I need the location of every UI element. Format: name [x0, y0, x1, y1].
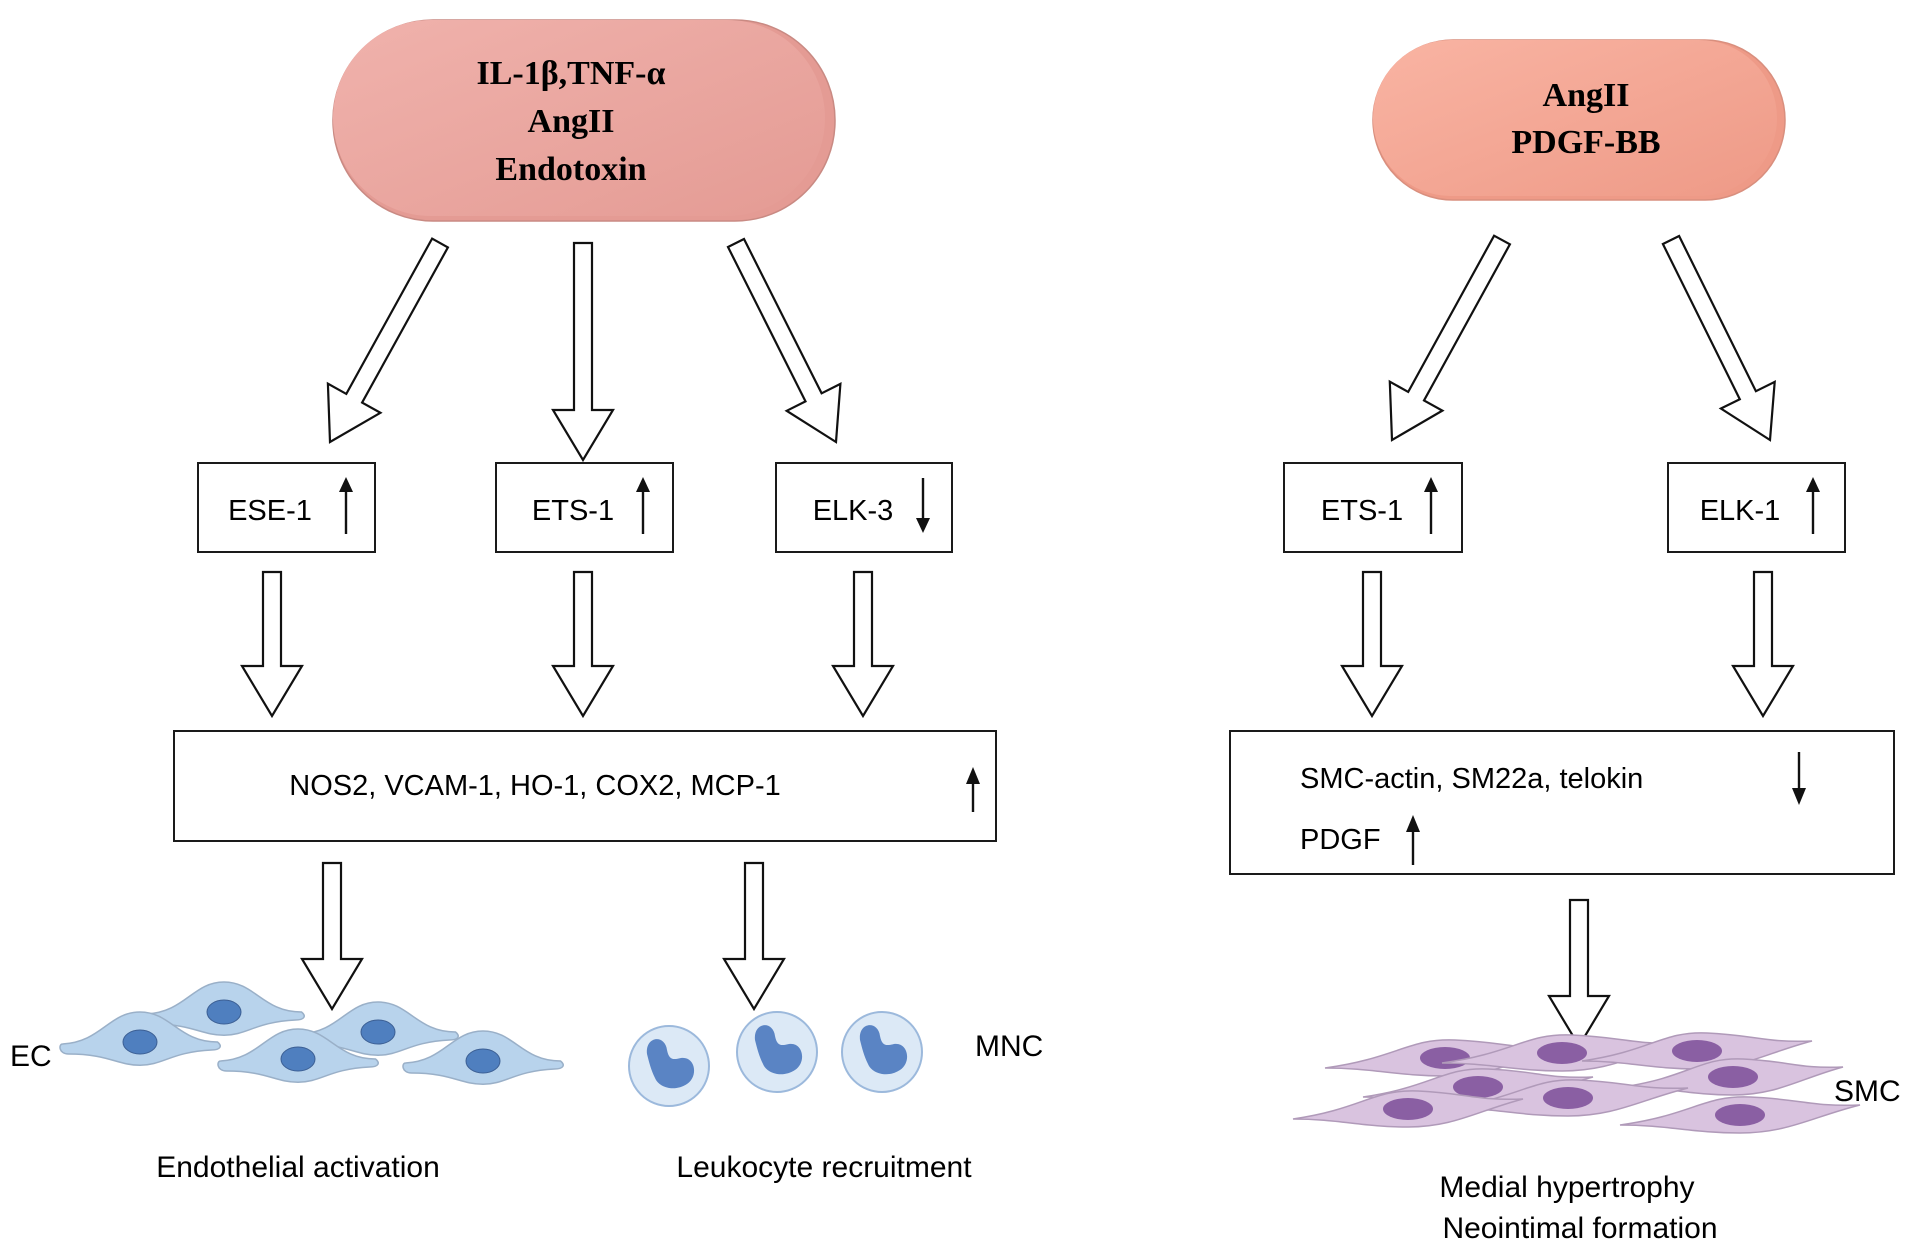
factor-box-frame — [1283, 462, 1463, 553]
target-box-frame — [1229, 730, 1895, 875]
arrow-stimulus-to-elk1 — [1661, 234, 1776, 442]
smooth-muscle-cell-4-nucleus — [1453, 1076, 1503, 1098]
target-genes-label: NOS2, VCAM-1, HO-1, COX2, MCP-1 — [289, 770, 781, 802]
target-genes-box-left: NOS2, VCAM-1, HO-1, COX2, MCP-1 — [173, 730, 997, 842]
arrow-targets-to-smc — [1547, 898, 1611, 1049]
arrow-ets1-right-to-targets — [1340, 570, 1404, 719]
endothelial-cell-5-nucleus — [465, 1048, 501, 1074]
endothelial-cell-4-nucleus — [280, 1046, 316, 1072]
arrow-stimulus-to-elk3 — [726, 237, 842, 444]
up-arrow-icon — [966, 767, 980, 812]
up-arrow-icon — [339, 477, 353, 534]
arrow-targets-to-ec — [300, 861, 364, 1012]
factor-label: ELK-3 — [813, 495, 894, 527]
mononuclear-cell-2-nucleus — [754, 1025, 803, 1075]
endothelial-cell-2-nucleus — [122, 1029, 158, 1055]
factor-box-ets1-right: ETS-1 — [1283, 462, 1463, 553]
left-stimulus-line-2: AngII — [528, 103, 615, 140]
arrow-stimulus-to-ese1 — [326, 237, 450, 444]
up-arrow-icon — [1424, 477, 1438, 534]
mononuclear-cell-1-nucleus — [646, 1039, 695, 1089]
factor-box-frame — [1667, 462, 1846, 553]
right-stimulus-pill: AngII PDGF-BB — [1372, 39, 1786, 201]
arrow-targets-to-mnc — [722, 861, 786, 1012]
factor-label: ETS-1 — [532, 495, 614, 527]
left-stimulus-pill: IL-1β,TNF-α AngII Endotoxin — [332, 19, 836, 222]
arrow-elk3-to-targets — [831, 570, 895, 719]
right-stimulus-line-1: AngII — [1543, 77, 1630, 114]
target-genes-box-right: SMC-actin, SM22a, telokin PDGF — [1229, 730, 1895, 875]
target-genes-up-label: PDGF — [1300, 824, 1381, 856]
ec-label: EC — [10, 1040, 52, 1073]
endothelial-cell-1-nucleus — [206, 999, 242, 1025]
left-pill-body — [333, 20, 825, 216]
factor-box-ets1-left: ETS-1 — [495, 462, 674, 553]
leukocyte-recruitment-caption: Leukocyte recruitment — [676, 1151, 972, 1184]
arrow-stimulus-to-ets1-right — [1388, 234, 1512, 442]
factor-box-ese1: ESE-1 — [197, 462, 376, 553]
smooth-muscle-cells-illustration — [1292, 1032, 1861, 1134]
factor-box-elk3: ELK-3 — [775, 462, 953, 553]
up-arrow-icon — [1406, 815, 1420, 865]
arrow-ets1-to-targets — [551, 570, 615, 719]
left-stimulus-line-3: Endotoxin — [495, 151, 646, 188]
factor-label: ESE-1 — [228, 495, 312, 527]
target-box-frame — [173, 730, 997, 842]
right-pill-body — [1373, 40, 1777, 196]
arrow-ese1-to-targets — [240, 570, 304, 719]
arrow-stimulus-to-ets1 — [551, 241, 615, 463]
smooth-muscle-cell-3-nucleus — [1672, 1040, 1722, 1062]
smooth-muscle-cell-6-nucleus — [1543, 1087, 1593, 1109]
smooth-muscle-cell-2-nucleus — [1537, 1042, 1587, 1064]
hollow-arrows — [240, 234, 1795, 1049]
mnc-label: MNC — [975, 1030, 1043, 1063]
factor-label: ELK-1 — [1700, 495, 1781, 527]
neointimal-formation-caption: Neointimal formation — [1442, 1212, 1717, 1245]
mononuclear-cells-illustration — [628, 1011, 923, 1107]
down-arrow-icon — [916, 478, 930, 533]
up-arrow-icon — [1806, 477, 1820, 534]
smooth-muscle-cell-1-nucleus — [1420, 1047, 1470, 1069]
arrow-elk1-to-targets — [1731, 570, 1795, 719]
medial-hypertrophy-caption: Medial hypertrophy — [1439, 1171, 1694, 1204]
smc-label: SMC — [1834, 1075, 1901, 1108]
left-stimulus-line-1: IL-1β,TNF-α — [477, 55, 666, 92]
smooth-muscle-cell-7-nucleus — [1383, 1098, 1433, 1120]
right-stimulus-line-2: PDGF-BB — [1511, 124, 1660, 161]
mononuclear-cell-3-nucleus — [859, 1025, 908, 1075]
down-arrow-icon — [1792, 752, 1806, 805]
smooth-muscle-cell-5-nucleus — [1708, 1066, 1758, 1088]
factor-label: ETS-1 — [1321, 495, 1403, 527]
smooth-muscle-cell-8-nucleus — [1715, 1104, 1765, 1126]
target-genes-down-label: SMC-actin, SM22a, telokin — [1300, 763, 1643, 795]
factor-box-elk1: ELK-1 — [1667, 462, 1846, 553]
endothelial-cell-3-nucleus — [360, 1019, 396, 1045]
endothelial-activation-caption: Endothelial activation — [156, 1151, 440, 1184]
up-arrow-icon — [636, 477, 650, 534]
endothelial-cells-illustration — [59, 981, 564, 1085]
